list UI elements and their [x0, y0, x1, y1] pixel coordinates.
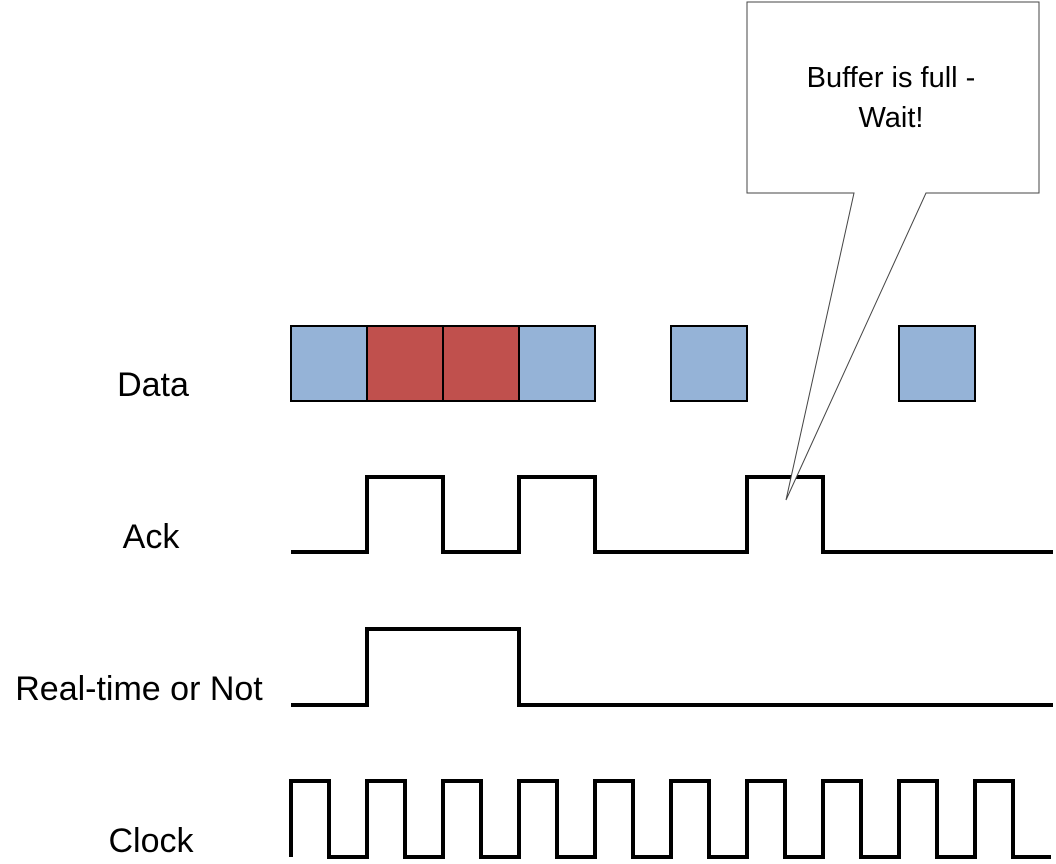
- ack-waveform: [291, 475, 1053, 554]
- data-packet: [670, 325, 748, 402]
- data-packet: [518, 325, 596, 402]
- realtime-data-packet: [366, 325, 444, 402]
- callout-line-2: Wait!: [859, 102, 924, 134]
- callout-bubble: [746, 1, 1040, 501]
- data-row: [290, 325, 976, 402]
- realtime-data-packet: [442, 325, 520, 402]
- data-label: Data: [117, 366, 189, 404]
- realtime-label: Real-time or Not: [15, 670, 263, 708]
- realtime-waveform: [291, 627, 1053, 707]
- clock-waveform: [289, 779, 1051, 859]
- callout-line-1: Buffer is full -: [807, 62, 976, 94]
- clock-label: Clock: [108, 822, 194, 860]
- ack-label: Ack: [123, 518, 181, 556]
- data-packet: [898, 325, 976, 402]
- data-packet: [290, 325, 368, 402]
- buffer-full-callout: Buffer is full - Wait!: [746, 1, 1040, 501]
